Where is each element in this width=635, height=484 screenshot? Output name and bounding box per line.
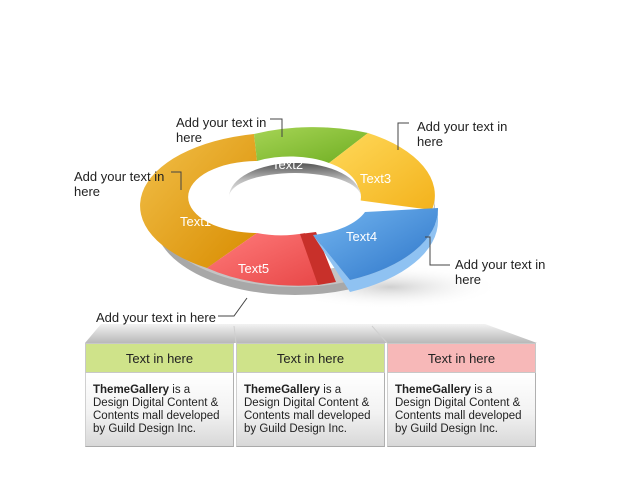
- callout-text-left: Add your text in here: [74, 169, 165, 199]
- info-box-2-body: ThemeGallery is a Design Digital Content…: [236, 373, 385, 447]
- info-box-2-bold: ThemeGallery: [244, 384, 321, 396]
- segment-label-text5: Text5: [238, 261, 269, 276]
- ring-hole: [229, 163, 361, 231]
- info-box-1-bold: ThemeGallery: [93, 384, 170, 396]
- segment-label-text2: Text2: [272, 157, 303, 172]
- info-box-2-text: is a Design Digital Content & Contents m…: [244, 384, 371, 435]
- info-box-3-header: Text in here: [387, 343, 536, 373]
- info-box-3-body: ThemeGallery is a Design Digital Content…: [387, 373, 536, 447]
- ring-hole-inner-wall: [229, 163, 361, 197]
- leader-line-4: [425, 236, 450, 266]
- platform-divider-2: [371, 325, 388, 344]
- info-box-3-bold: ThemeGallery: [395, 384, 472, 396]
- segment-label-text1: Text1: [180, 214, 211, 229]
- segment-text4[interactable]: [313, 208, 439, 280]
- info-box-1-body: ThemeGallery is a Design Digital Content…: [85, 373, 234, 447]
- segment-text3[interactable]: [329, 133, 435, 210]
- callout-text-right: Add your text in here: [417, 119, 508, 149]
- segment-text4-side: [313, 208, 439, 292]
- info-box-3: Text in here ThemeGallery is a Design Di…: [387, 343, 536, 447]
- segment-text5-edge: [300, 232, 336, 285]
- leader-line-5: [218, 297, 248, 317]
- leader-line-1: [171, 171, 182, 190]
- segment-text5[interactable]: [207, 233, 318, 286]
- callout-text-bottom: Add your text in here: [96, 310, 216, 325]
- callout-text-top: Add your text in here: [176, 115, 267, 145]
- platform-top: [85, 324, 537, 343]
- segment-label-text3: Text3: [360, 171, 391, 186]
- info-box-3-text: is a Design Digital Content & Contents m…: [395, 384, 522, 435]
- info-box-2-header: Text in here: [236, 343, 385, 373]
- info-box-1-header: Text in here: [85, 343, 234, 373]
- info-box-1: Text in here ThemeGallery is a Design Di…: [85, 343, 234, 447]
- segment-label-text4: Text4: [346, 229, 377, 244]
- callout-text-right-bottom: Add your text in here: [455, 257, 546, 287]
- platform-divider-1: [233, 325, 237, 344]
- segment-text1[interactable]: [140, 134, 257, 268]
- leader-line-2: [270, 118, 283, 137]
- info-box-2: Text in here ThemeGallery is a Design Di…: [236, 343, 385, 447]
- info-box-1-text: is a Design Digital Content & Contents m…: [93, 384, 220, 435]
- leader-line-3: [397, 122, 409, 150]
